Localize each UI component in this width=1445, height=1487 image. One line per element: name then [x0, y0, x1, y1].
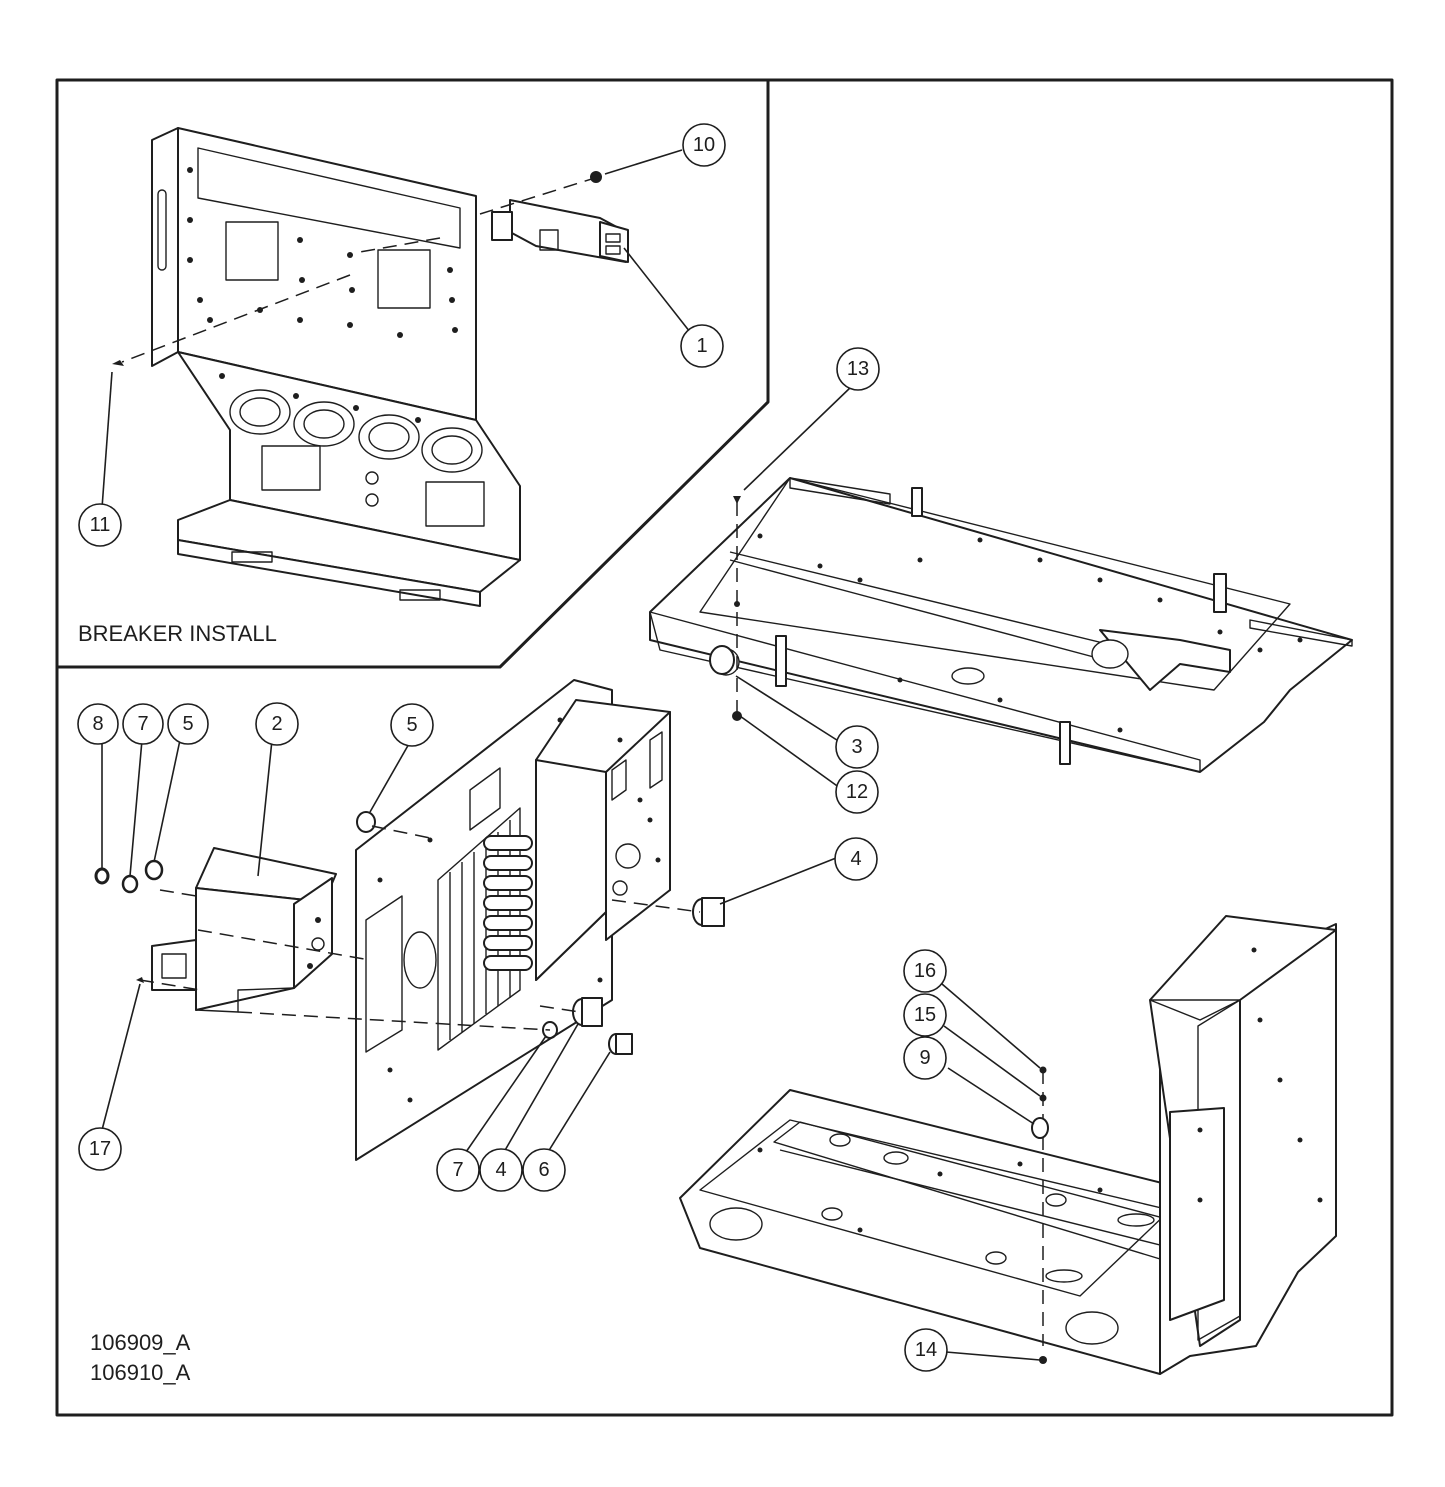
control-enclosure	[535, 699, 671, 981]
callout-6: 6	[522, 1148, 566, 1192]
svg-text:11: 11	[90, 514, 111, 536]
svg-text:7: 7	[452, 1159, 463, 1181]
svg-text:16: 16	[914, 960, 936, 982]
breaker-mounting-panel	[151, 127, 521, 607]
callout-17: 17	[78, 1127, 122, 1171]
callout-11: 11	[78, 503, 122, 547]
svg-text:12: 12	[846, 781, 868, 803]
svg-text:5: 5	[406, 714, 417, 736]
svg-text:17: 17	[89, 1138, 111, 1160]
terminal-box	[151, 847, 337, 1013]
callout-14: 14	[904, 1328, 948, 1372]
drawing-number-2: 106910_A	[90, 1360, 191, 1385]
callout-1: 1	[680, 324, 724, 368]
drawing-number-1: 106909_A	[90, 1330, 191, 1355]
callout-5: 5	[390, 703, 434, 747]
svg-text:4: 4	[850, 848, 861, 870]
inset-title: BREAKER INSTALL	[78, 621, 277, 646]
callout-4: 4	[479, 1148, 523, 1192]
callout-12: 12	[835, 770, 879, 814]
callout-7: 7	[436, 1148, 480, 1192]
svg-text:10: 10	[693, 134, 715, 156]
svg-text:8: 8	[92, 713, 103, 735]
callout-2: 2	[255, 702, 299, 746]
callout-15: 15	[903, 993, 947, 1037]
svg-text:3: 3	[851, 736, 862, 758]
callout-13: 13	[836, 347, 880, 391]
callout-4: 4	[834, 837, 878, 881]
svg-text:13: 13	[847, 358, 869, 380]
callout-3: 3	[835, 725, 879, 769]
callout-16: 16	[903, 949, 947, 993]
svg-text:14: 14	[915, 1339, 937, 1361]
svg-text:5: 5	[182, 713, 193, 735]
callout-10: 10	[682, 123, 726, 167]
svg-text:9: 9	[919, 1047, 930, 1069]
svg-text:4: 4	[495, 1159, 506, 1181]
callout-9: 9	[903, 1036, 947, 1080]
svg-text:1: 1	[696, 335, 707, 357]
washers-and-fittings	[94, 645, 837, 1153]
breaker-install-leaders	[101, 149, 691, 509]
circuit-breaker	[491, 199, 629, 263]
callout-5: 5	[167, 703, 209, 745]
callout-8: 8	[77, 703, 119, 745]
svg-text:6: 6	[538, 1159, 549, 1181]
svg-text:7: 7	[137, 713, 148, 735]
svg-text:2: 2	[271, 713, 282, 735]
base-tray	[649, 385, 1353, 789]
drawing-frame	[55, 78, 1394, 1417]
callout-7: 7	[122, 703, 164, 745]
svg-text:15: 15	[914, 1004, 936, 1026]
frame-assembly	[679, 915, 1337, 1375]
